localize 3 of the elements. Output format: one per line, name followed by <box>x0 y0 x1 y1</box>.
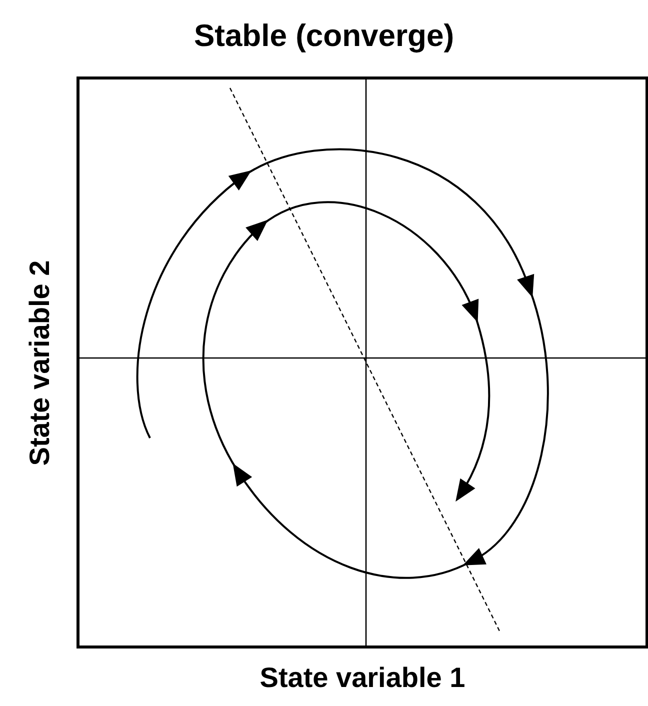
x-axis-label: State variable 1 <box>258 662 466 694</box>
chart-title: Stable (converge) <box>192 18 456 54</box>
y-axis-label: State variable 2 <box>24 260 56 466</box>
